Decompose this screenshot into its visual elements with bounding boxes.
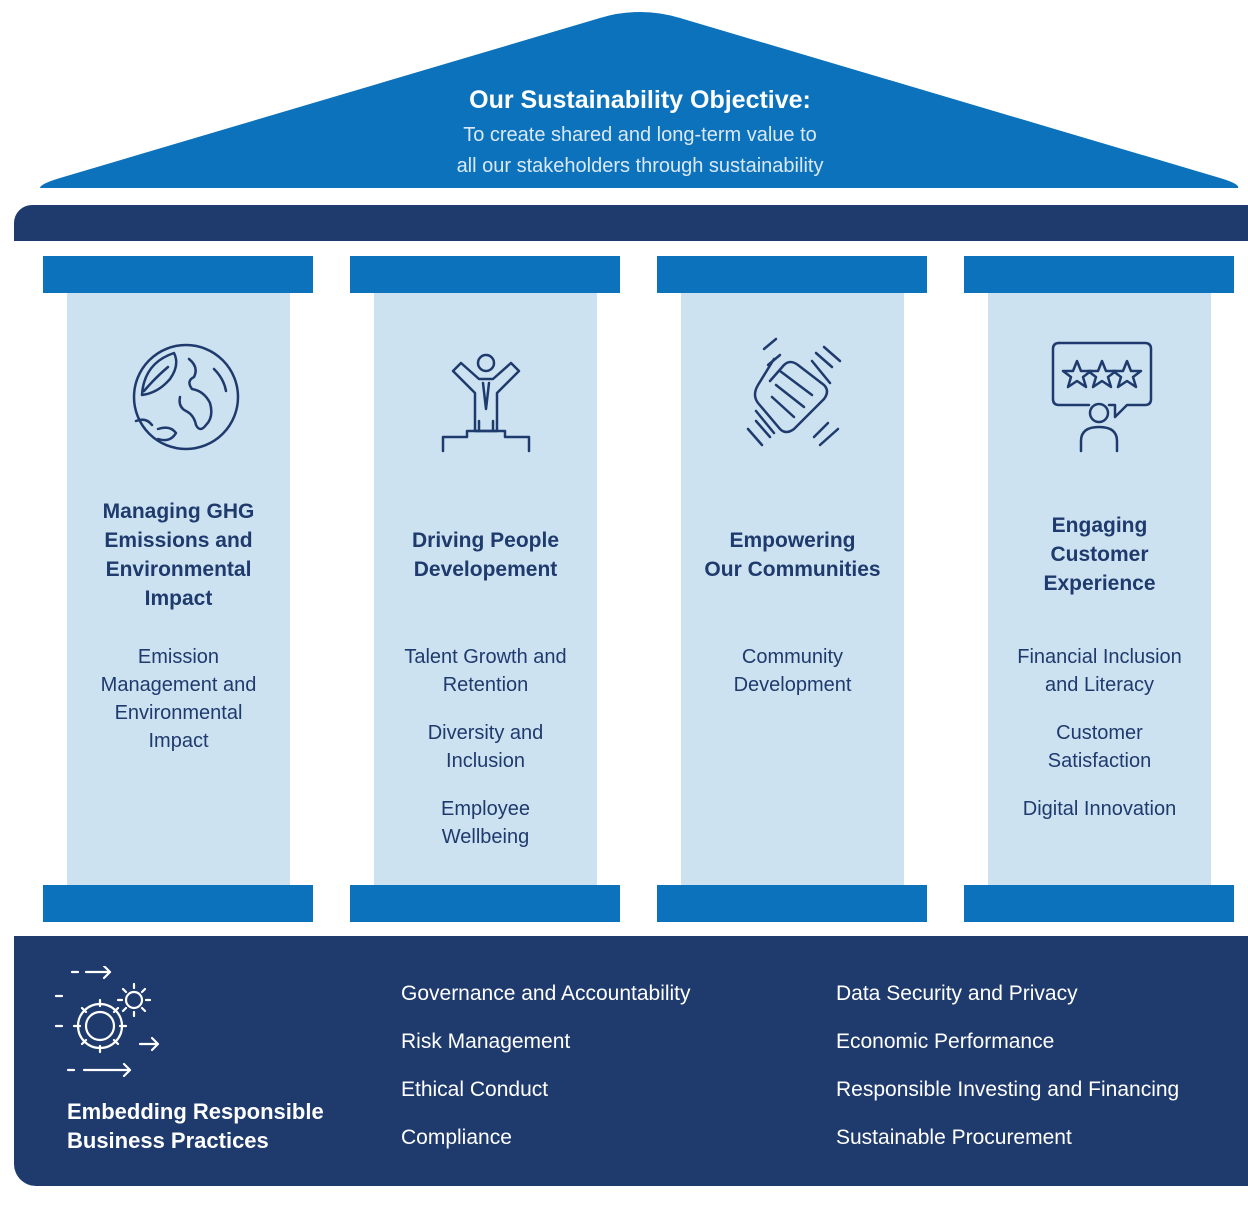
pillar-title-line: Developement	[413, 558, 558, 581]
foundation-item: Governance and Accountability	[401, 982, 691, 1005]
foundation-left-list: Governance and Accountability Risk Manag…	[401, 980, 691, 1172]
foundation-base	[14, 936, 1248, 1186]
pillar-title-line: Customer	[1050, 543, 1149, 566]
pillar-title-line: Impact	[144, 587, 213, 610]
objective-title: Our Sustainability Objective:	[469, 86, 811, 114]
foundation-right-list: Data Security and Privacy Economic Perfo…	[836, 980, 1179, 1172]
pillar-item: Community Development	[733, 646, 852, 696]
globe-leaf-icon	[132, 343, 239, 451]
pillar-item: Emission Management and Environmental Im…	[100, 646, 257, 752]
pillar-base	[964, 885, 1234, 922]
foundation-item: Ethical Conduct	[401, 1078, 549, 1101]
pillar-item: Diversity and Inclusion	[427, 722, 544, 772]
pillar-title-line: Engaging	[1051, 514, 1148, 537]
pillar-title-line: Environmental	[105, 558, 252, 581]
joined-hands-icon	[746, 337, 841, 447]
pillar-item: Talent Growth and Retention	[404, 646, 567, 696]
pillar-item: Financial Inclusion and Literacy	[1017, 646, 1182, 696]
person-podium-icon	[441, 353, 530, 453]
pillar-title-line: Driving People	[411, 529, 560, 552]
pillar-capital	[350, 256, 620, 293]
pillar-capital	[964, 256, 1234, 293]
pillar-title-line: Managing GHG	[102, 500, 255, 523]
customer-rating-icon	[1051, 341, 1152, 453]
pillar-customer-experience: Engaging Customer Experience Financial I…	[988, 293, 1211, 885]
foundation-item: Sustainable Procurement	[836, 1126, 1072, 1149]
pillar-item: Customer Satisfaction	[1047, 722, 1152, 772]
foundation-item: Compliance	[401, 1126, 512, 1149]
pillar-title-line: Our Communities	[704, 558, 881, 581]
foundation-title: Embedding Responsible Business Practices	[67, 1099, 324, 1153]
pillar-capital	[657, 256, 927, 293]
pillar-ghg-emissions: Managing GHG Emissions and Environmental…	[67, 293, 290, 885]
pillar-base	[657, 885, 927, 922]
foundation-item: Economic Performance	[836, 1030, 1055, 1053]
foundation-item: Risk Management	[401, 1030, 571, 1053]
pillar-title-line: Experience	[1043, 572, 1156, 595]
pillar-base	[350, 885, 620, 922]
objective-description-line-2: all our stakeholders through sustainabil…	[456, 155, 824, 177]
pillar-title-line: Empowering	[729, 529, 856, 552]
foundation-item: Data Security and Privacy	[836, 982, 1078, 1005]
pillar-item: Digital Innovation	[1022, 798, 1177, 820]
gears-process-icon	[54, 966, 160, 1078]
pillar-title-line: Emissions and	[104, 529, 253, 552]
roof-beam	[14, 205, 1248, 241]
foundation-item: Responsible Investing and Financing	[836, 1078, 1180, 1101]
roof-triangle	[40, 12, 1239, 188]
pillar-capital	[43, 256, 313, 293]
pillar-base	[43, 885, 313, 922]
pillar-communities: Empowering Our Communities Community Dev…	[681, 293, 904, 885]
pillar-item: Employee Wellbeing	[441, 798, 530, 848]
objective-description-line-1: To create shared and long-term value to	[463, 124, 817, 146]
pillar-people-development: Driving People Developement Talent Growt…	[374, 293, 597, 885]
